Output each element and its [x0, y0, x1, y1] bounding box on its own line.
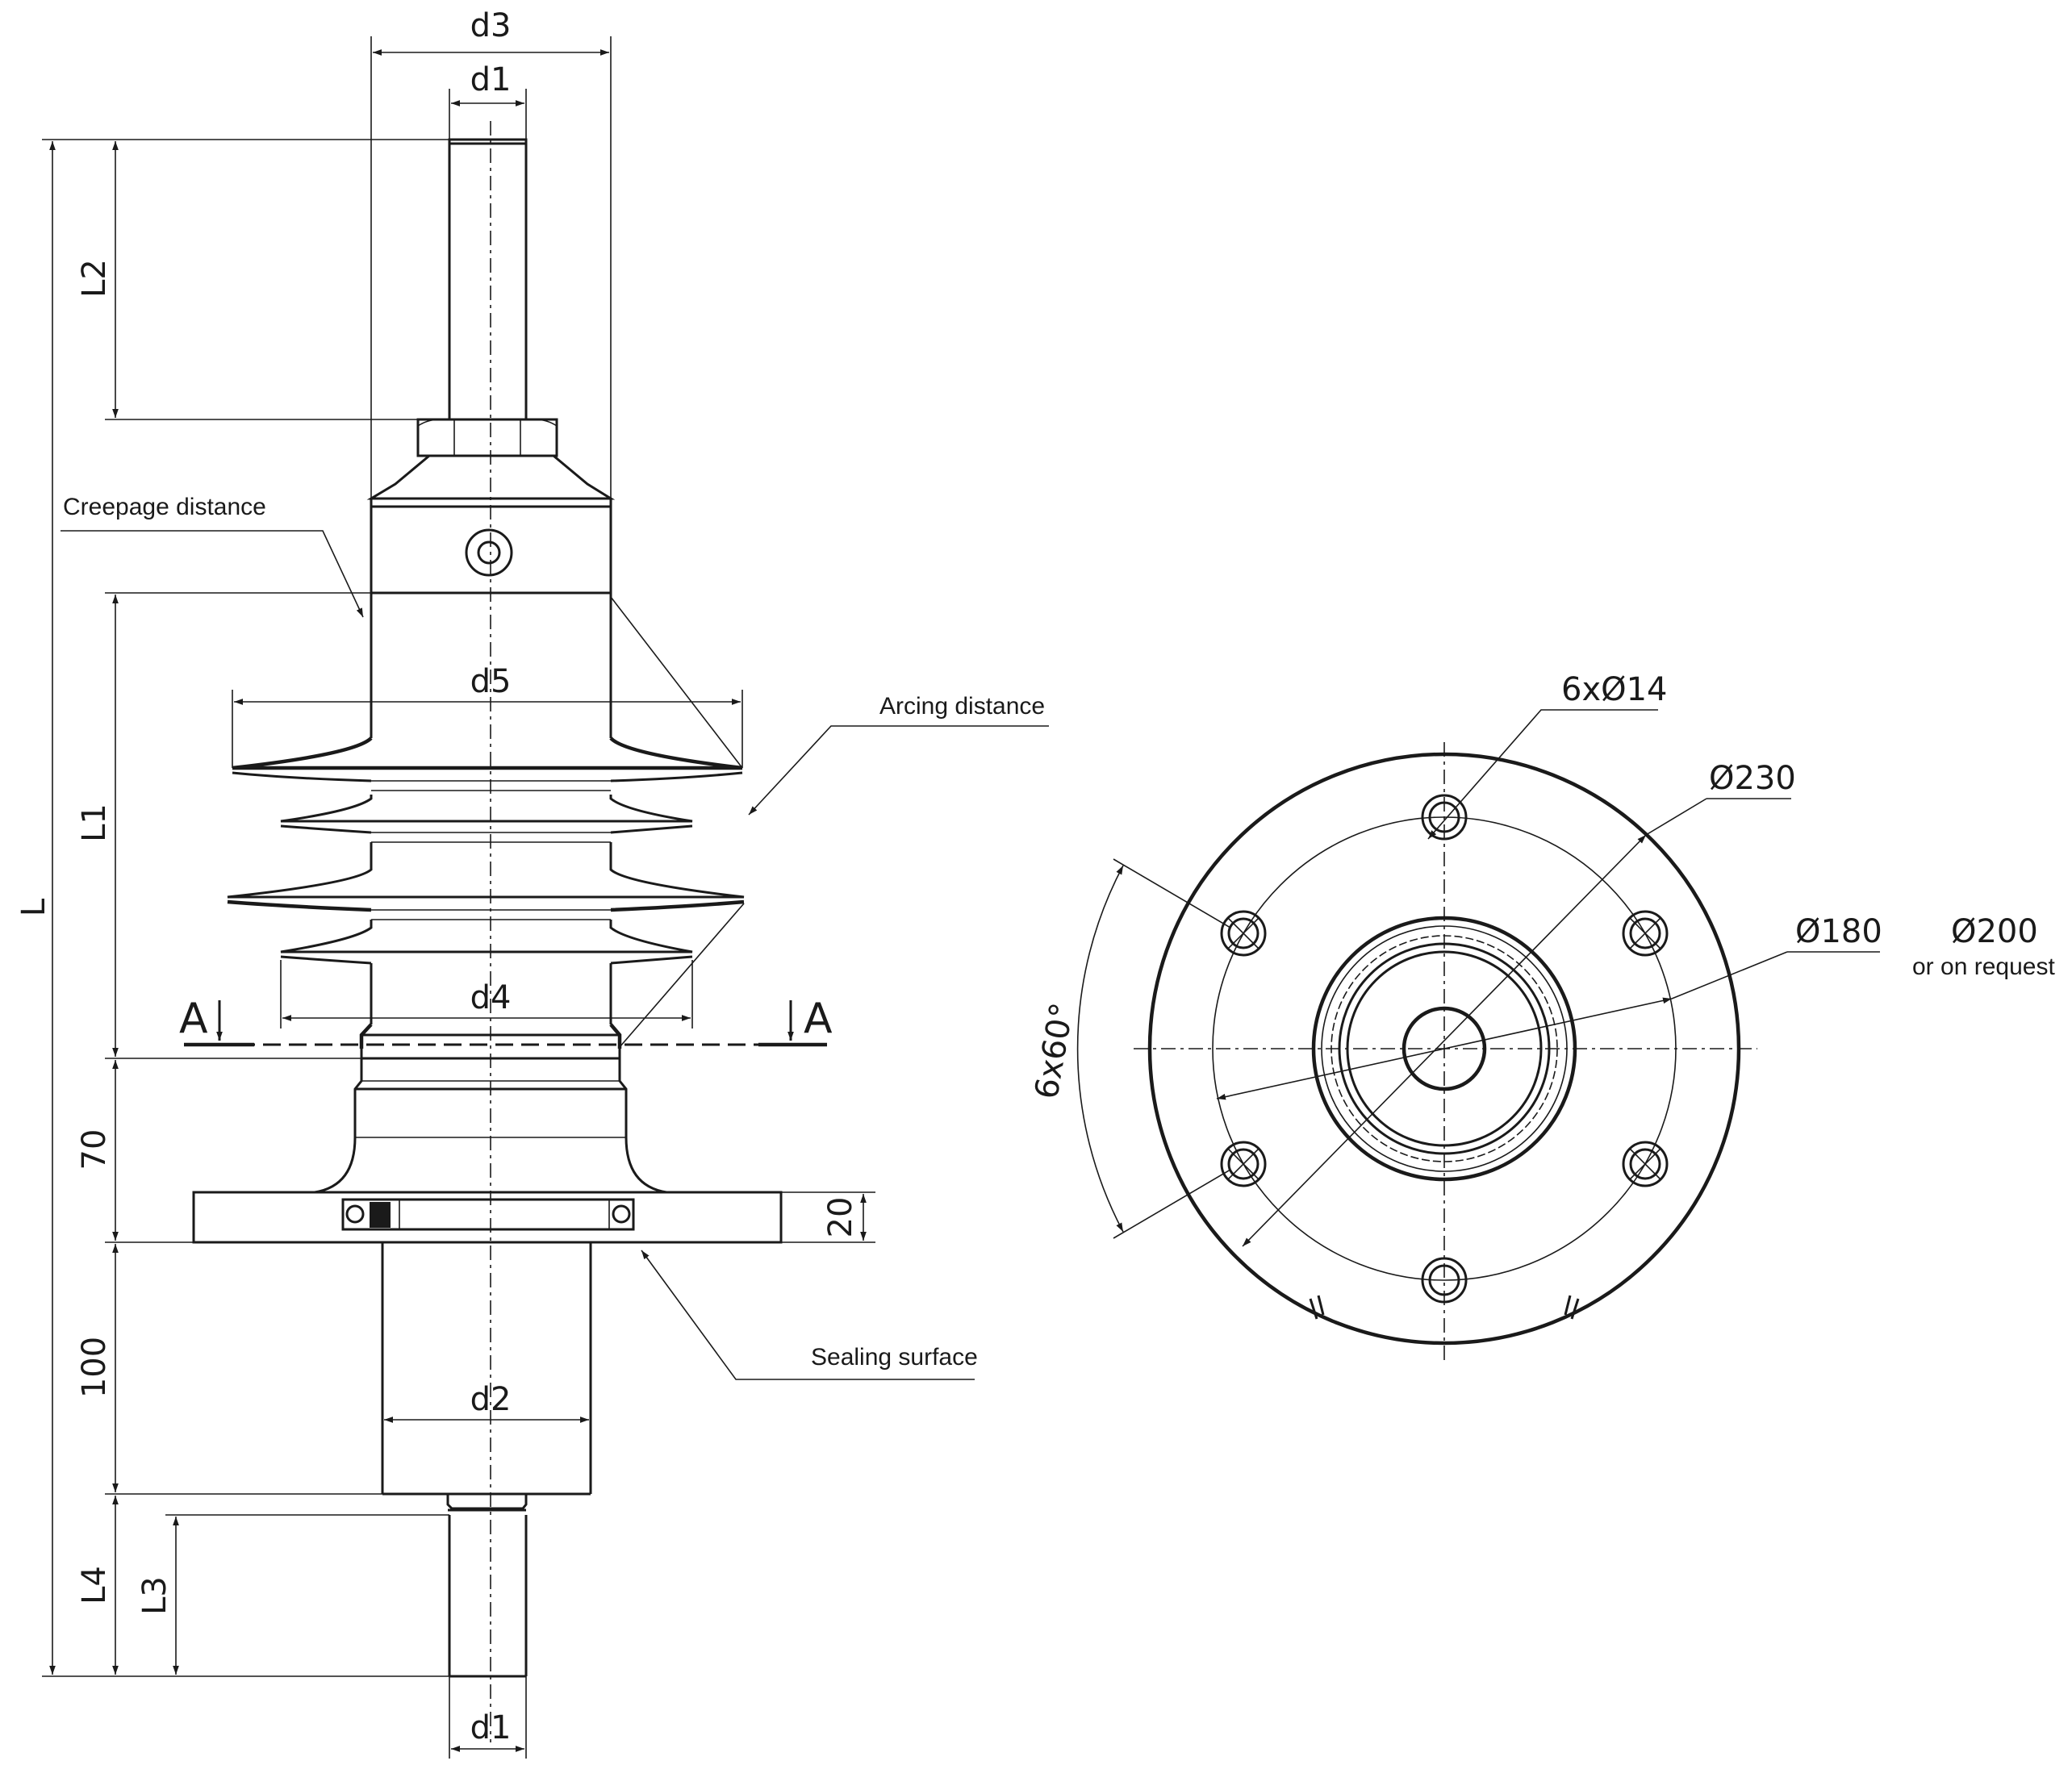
bolt-circle [1212, 816, 1677, 1281]
dia-180-label: Ø180 [1795, 913, 1882, 950]
hex-nut [416, 418, 558, 457]
dim-L2-label: L2 [76, 259, 113, 298]
insulator-body [227, 593, 745, 1049]
dim-L-label: L [15, 898, 52, 916]
bolt-hole-top-left [1220, 910, 1267, 957]
dim-L3-label: L3 [136, 1576, 173, 1615]
section-line-a-a: A A [179, 995, 833, 1047]
shed-3 [227, 842, 745, 899]
arcing-distance-label: Arcing distance [879, 693, 1045, 720]
dia-200-label: Ø200 [1951, 913, 2038, 950]
side-view-dimensions: d3 d1 d5 d4 d2 d1 [15, 7, 875, 1759]
cross-hole-outer [465, 528, 513, 577]
plan-view-dimensions: 6xØ14 Ø230 Ø180 Ø200 or on request 6x60° [1028, 671, 2055, 1247]
dim-d1-bottom-label: d1 [470, 1709, 512, 1746]
angle-label: 6x60° [1028, 1000, 1081, 1102]
bottom-terminal-stud [446, 1494, 528, 1678]
gasket-groove [341, 1198, 635, 1231]
section-label-left: A [179, 995, 208, 1043]
dim-L1-label: L1 [76, 803, 113, 842]
shed-1 [232, 736, 743, 770]
top-terminal-stud [448, 138, 528, 421]
dia-230-label: Ø230 [1709, 760, 1796, 797]
bolt-hole-bottom-right [1622, 1141, 1669, 1187]
side-view: A A d3 d1 d5 d4 d2 [15, 7, 1049, 1759]
flange-plan-view: 6xØ14 Ø230 Ø180 Ø200 or on request 6x60° [1028, 671, 2055, 1363]
section-label-right: A [804, 995, 833, 1043]
lower-housing [381, 1242, 592, 1496]
bolt-hole-bottom [1421, 1257, 1468, 1304]
dim-d3-label: d3 [470, 7, 512, 44]
on-request-note: or on request [1912, 953, 2055, 980]
shed-4 [280, 920, 693, 953]
callouts: Creepage distance Arcing distance Sealin… [61, 494, 1049, 1380]
cross-hole-inner [477, 540, 501, 565]
dim-L4-label: L4 [76, 1566, 113, 1604]
dim-100-label: 100 [76, 1337, 113, 1398]
dim-d1-top-label: d1 [470, 61, 512, 98]
dim-d5-label: d5 [470, 663, 512, 700]
shed-2 [280, 795, 693, 823]
dim-d2-label: d2 [470, 1381, 512, 1418]
bolt-hole-top-right [1622, 910, 1669, 957]
flange-outer-circle [1147, 752, 1741, 1346]
bolt-hole-bottom-left [1220, 1141, 1267, 1187]
base-section [192, 1049, 783, 1244]
dim-20-label: 20 [822, 1197, 859, 1238]
creepage-distance-label: Creepage distance [63, 494, 266, 520]
locating-notches [1309, 1295, 1580, 1320]
dim-d4-label: d4 [470, 979, 512, 1016]
holes-label: 6xØ14 [1561, 671, 1668, 708]
sealing-surface-label: Sealing surface [811, 1344, 978, 1371]
dim-70-label: 70 [76, 1129, 113, 1170]
